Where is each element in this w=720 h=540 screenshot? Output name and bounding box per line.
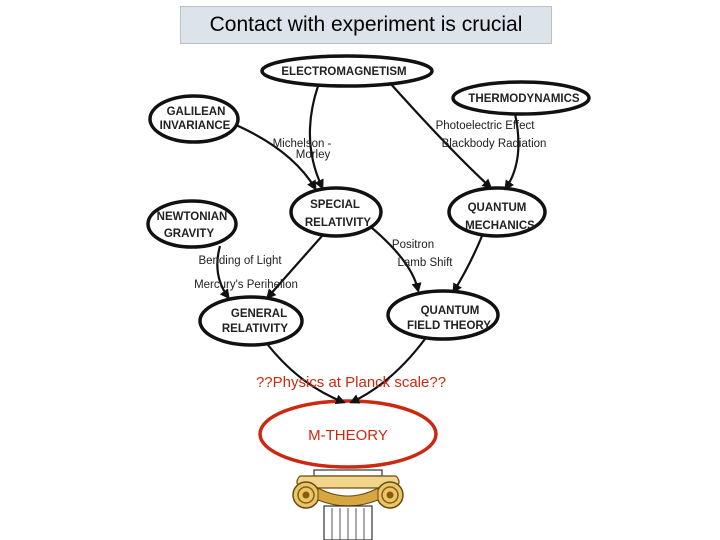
mercury-perihelion-label: Mercury's Perihelion xyxy=(194,279,298,291)
quantum-mechanics-oval xyxy=(447,186,547,238)
qft-label-line1: QUANTUM xyxy=(421,305,480,317)
bending-of-light-label: Bending of Light xyxy=(198,255,282,267)
m-theory-label: M-THEORY xyxy=(308,427,388,444)
quantum-mechanics-label-line2: MECHANICS xyxy=(465,220,535,232)
arrow-qm-to-qft xyxy=(452,235,484,294)
newtonian-label-line2: GRAVITY xyxy=(164,228,215,240)
qft-oval xyxy=(386,289,500,341)
arrow-qft-to-planck xyxy=(349,338,426,404)
michelson-morley-label-line2: Morley xyxy=(296,149,331,161)
qft-label-line2: FIELD THEORY xyxy=(407,320,491,332)
arrow-em-to-sr xyxy=(308,85,324,190)
blackbody-label: Blackbody Radiation xyxy=(442,138,547,150)
thermodynamics-oval xyxy=(451,80,591,116)
thermodynamics-label: THERMODYNAMICS xyxy=(468,93,579,105)
planck-scale-question: ??Physics at Planck scale?? xyxy=(256,374,446,391)
ionic-column-icon xyxy=(292,469,404,540)
newtonian-label-line1: NEWTONIAN xyxy=(157,211,228,223)
positron-label: Positron xyxy=(392,239,434,251)
special-relativity-oval xyxy=(289,186,383,238)
arrow-galilean-to-sr xyxy=(235,123,317,191)
general-relativity-oval xyxy=(198,295,304,347)
electromagnetism-label: ELECTROMAGNETISM xyxy=(281,66,406,78)
arrow-sr-to-qft xyxy=(371,227,422,293)
arrow-newtonian-to-gr xyxy=(216,245,230,300)
photoelectric-label: Photoelectric Effect xyxy=(436,120,536,132)
electromagnetism-oval xyxy=(260,54,434,88)
title-box: Contact with experiment is crucial xyxy=(180,6,552,44)
general-relativity-label-line2: RELATIVITY xyxy=(222,323,289,335)
galilean-label-line1: GALILEAN xyxy=(167,106,226,118)
galilean-label-line2: INVARIANCE xyxy=(160,120,231,132)
general-relativity-label-line1: GENERAL xyxy=(231,308,287,320)
m-theory-oval xyxy=(258,399,438,469)
special-relativity-label-line1: SPECIAL xyxy=(310,199,360,211)
arrow-thermo-to-qm xyxy=(504,113,520,191)
arrow-gr-to-planck xyxy=(267,344,346,405)
arrow-sr-to-gr xyxy=(266,235,323,300)
newtonian-oval xyxy=(146,199,238,249)
galilean-oval xyxy=(148,94,240,144)
special-relativity-label-line2: RELATIVITY xyxy=(305,217,372,229)
arrow-em-to-qm xyxy=(389,82,493,190)
quantum-mechanics-label-line1: QUANTUM xyxy=(468,202,527,214)
michelson-morley-label-line1: Michelson - xyxy=(273,138,332,150)
slide-title: Contact with experiment is crucial xyxy=(209,13,523,36)
lamb-shift-label: Lamb Shift xyxy=(398,257,454,269)
